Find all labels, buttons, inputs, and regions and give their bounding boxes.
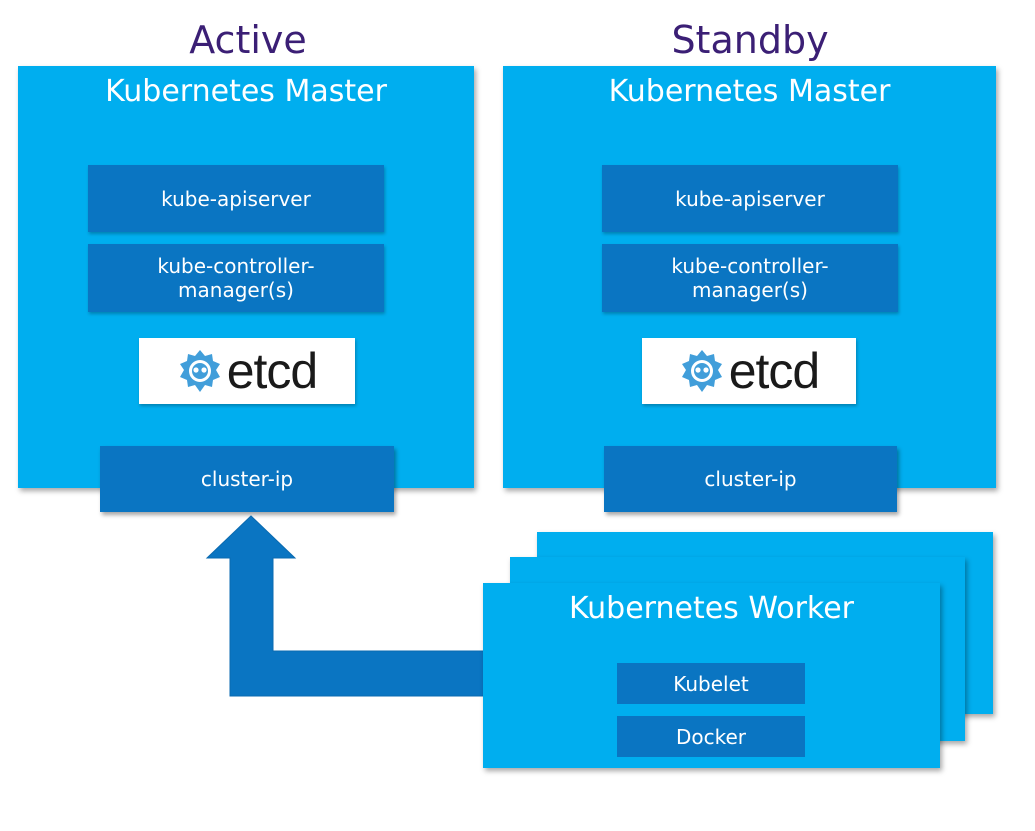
- standby-apiserver: kube-apiserver: [602, 165, 898, 232]
- standby-etcd-text: etcd: [728, 343, 821, 399]
- active-master-title: Kubernetes Master: [105, 74, 387, 109]
- standby-master-title: Kubernetes Master: [608, 74, 891, 109]
- active-heading: Active: [189, 18, 307, 62]
- worker-kubelet: Kubelet: [617, 663, 805, 704]
- active-controller-line1: kube-controller-: [157, 254, 315, 278]
- etcd-logo-icon: [681, 350, 722, 392]
- worker-docker: Docker: [617, 716, 805, 757]
- standby-controller-line2: manager(s): [692, 278, 808, 302]
- standby-heading: Standby: [671, 18, 829, 62]
- active-etcd-text: etcd: [226, 343, 319, 399]
- standby-etcd-logo: etcd: [642, 338, 856, 404]
- active-controller-line2: manager(s): [178, 278, 294, 302]
- standby-cluster-ip: cluster-ip: [604, 446, 897, 512]
- worker-title: Kubernetes Worker: [568, 591, 855, 626]
- active-cluster-ip: cluster-ip: [100, 446, 394, 512]
- etcd-logo-icon: [179, 350, 220, 392]
- active-controller-manager: kube-controller- manager(s): [88, 244, 384, 312]
- standby-controller-line1: kube-controller-: [671, 254, 829, 278]
- active-apiserver: kube-apiserver: [88, 165, 384, 232]
- active-etcd-logo: etcd: [139, 338, 355, 404]
- standby-controller-manager: kube-controller- manager(s): [602, 244, 898, 312]
